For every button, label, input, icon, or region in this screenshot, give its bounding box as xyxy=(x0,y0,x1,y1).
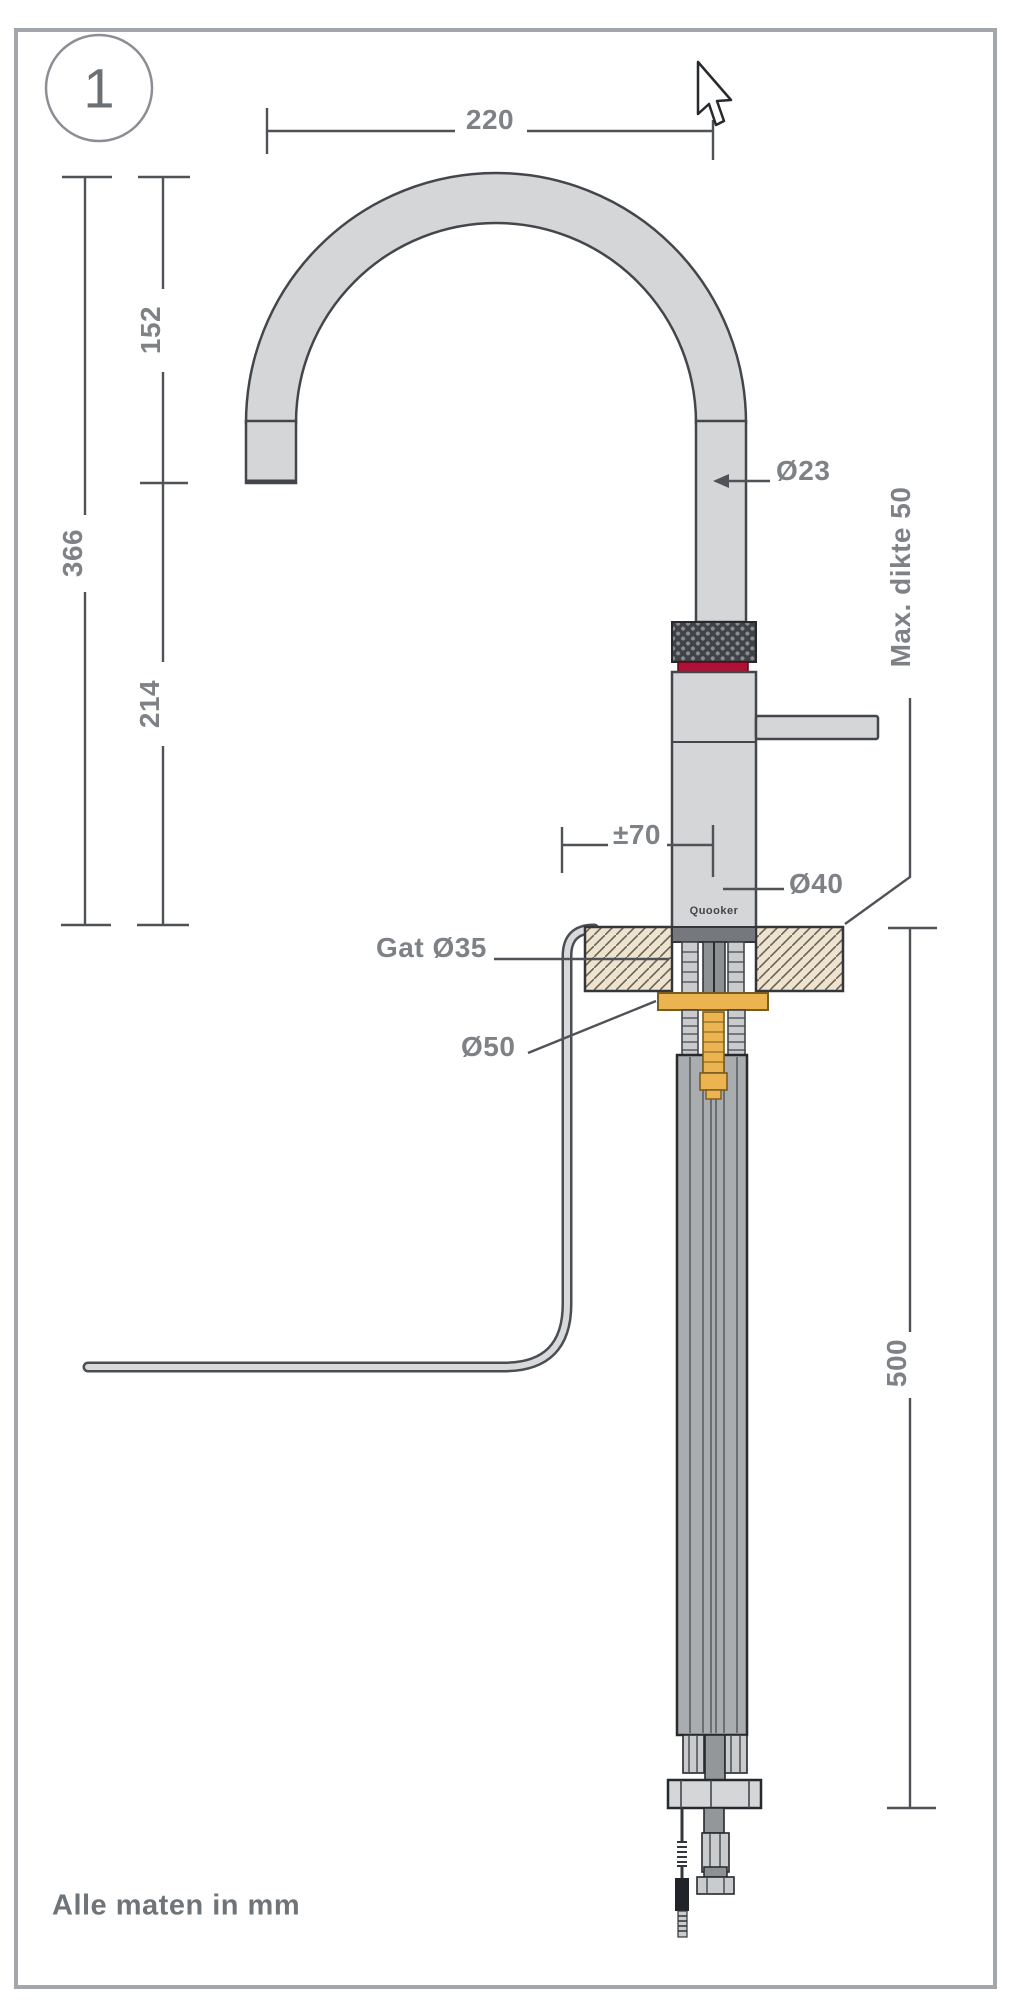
dim-label-220: 220 xyxy=(465,104,515,135)
label-body-diameter: Ø40 xyxy=(789,868,844,899)
mouse-cursor-icon[interactable] xyxy=(696,60,733,127)
dim-label-152: 152 xyxy=(135,305,166,355)
label-hose-offset: ±70 xyxy=(612,819,662,850)
hex-nut xyxy=(696,1876,735,1895)
gooseneck-spout xyxy=(244,171,748,624)
dim-line-heights xyxy=(61,175,190,927)
thin-braided-hose xyxy=(675,1808,689,1938)
drawing-border xyxy=(14,28,997,1989)
label-flange-diameter: Ø50 xyxy=(461,1031,516,1062)
brand-logo: Quooker xyxy=(689,905,739,917)
label-hole-diameter: Gat Ø35 xyxy=(376,932,487,963)
body-base-ring xyxy=(671,926,757,943)
faucet-body xyxy=(670,621,880,930)
under-counter-assembly xyxy=(666,1009,763,1938)
pullout-hose xyxy=(82,923,600,1373)
hose-end-connectors xyxy=(666,1734,763,1938)
label-spout-diameter: Ø23 xyxy=(776,455,831,486)
handle-lever xyxy=(754,714,880,741)
mounting-hole-parts xyxy=(681,941,745,994)
label-max-thickness: Max. dikte 50 xyxy=(885,486,916,668)
dim-line-220 xyxy=(265,108,715,160)
units-note: Alle maten in mm xyxy=(52,1889,301,1922)
dimension-lines xyxy=(61,108,937,1810)
worktop-section xyxy=(583,925,845,1011)
spout-outlet-tip xyxy=(244,419,298,485)
callout-number: 1 xyxy=(83,56,115,120)
dim-label-500: 500 xyxy=(881,1338,912,1388)
leader-max-thickness xyxy=(844,698,912,925)
brass-tail-stud xyxy=(699,1011,728,1100)
body-cylinder xyxy=(670,670,758,930)
dim-label-366: 366 xyxy=(57,528,88,578)
dim-line-70 xyxy=(560,825,715,877)
brass-flange xyxy=(657,992,769,1011)
leader-flange-diameter xyxy=(527,999,657,1055)
red-indicator-band xyxy=(677,661,749,673)
dim-label-214: 214 xyxy=(134,679,165,729)
callout-circle xyxy=(44,33,154,143)
spout-right-leg xyxy=(694,419,748,624)
mounting-nut xyxy=(666,1778,763,1810)
dim-line-500 xyxy=(887,926,937,1810)
knurled-ring xyxy=(671,621,757,663)
